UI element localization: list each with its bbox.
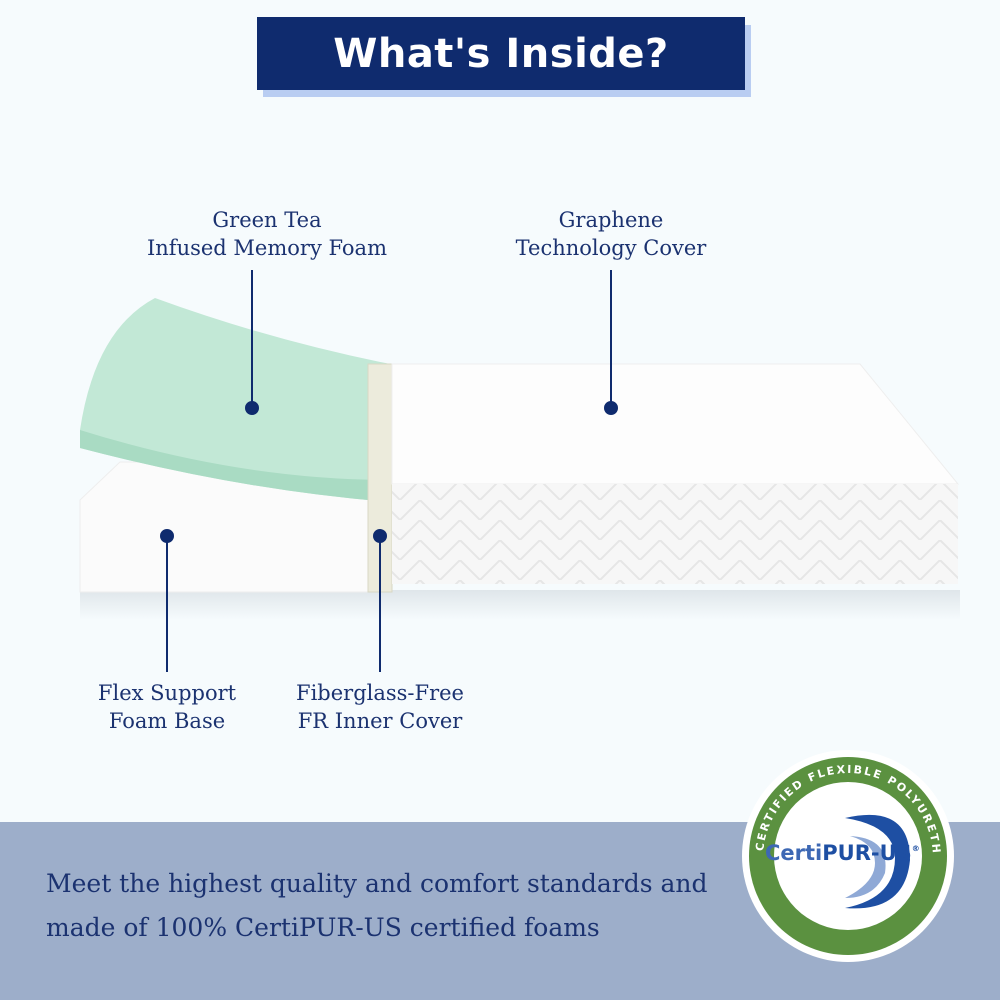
label-graphene-cover: Graphene Technology Cover <box>451 206 771 262</box>
cover-knit-pattern <box>392 484 958 584</box>
callout-dot-green-tea <box>245 401 259 415</box>
badge-swoosh <box>845 814 910 909</box>
callout-dot-graphene <box>604 401 618 415</box>
label-line: FR Inner Cover <box>297 709 463 733</box>
label-line: Graphene <box>558 208 664 232</box>
label-line: Green Tea <box>212 208 322 232</box>
mattress-illustration <box>79 270 960 672</box>
badge-registered-mark: ® <box>912 844 920 853</box>
page-title: What's Inside? <box>333 30 669 77</box>
label-fr-inner-cover: Fiberglass-Free FR Inner Cover <box>220 679 540 735</box>
label-line: Technology Cover <box>515 236 707 260</box>
footer-line: made of 100% CertiPUR-US certified foams <box>46 913 600 942</box>
graphene-cover-top <box>391 363 960 485</box>
label-flex-support-foam: Flex Support Foam Base <box>7 679 327 735</box>
label-green-tea-memory-foam: Green Tea Infused Memory Foam <box>107 206 427 262</box>
certipur-us-badge: CONTAINS CERTIFIED FLEXIBLE POLYURETHANE… <box>735 748 954 962</box>
label-line: Flex Support <box>97 681 237 705</box>
callout-dot-flex-support <box>160 529 174 543</box>
memory-foam-edge <box>80 430 390 502</box>
badge-swoosh-light <box>845 836 886 898</box>
mattress-shadow <box>80 590 960 620</box>
label-line: Foam Base <box>108 709 226 733</box>
footer-text: Meet the highest quality and comfort sta… <box>46 862 746 950</box>
badge-logo-pur-us: PUR-US <box>822 841 912 865</box>
footer-line: Meet the highest quality and comfort sta… <box>46 869 708 898</box>
callout-dot-fiberglass-free <box>373 529 387 543</box>
badge-logo-certi: Certi <box>765 841 822 865</box>
label-line: Fiberglass-Free <box>296 681 464 705</box>
badge-logo: CertiPUR-US® <box>765 841 920 865</box>
green-tea-memory-foam <box>80 298 390 502</box>
title-banner: What's Inside? <box>257 17 745 90</box>
label-line: Infused Memory Foam <box>146 236 387 260</box>
